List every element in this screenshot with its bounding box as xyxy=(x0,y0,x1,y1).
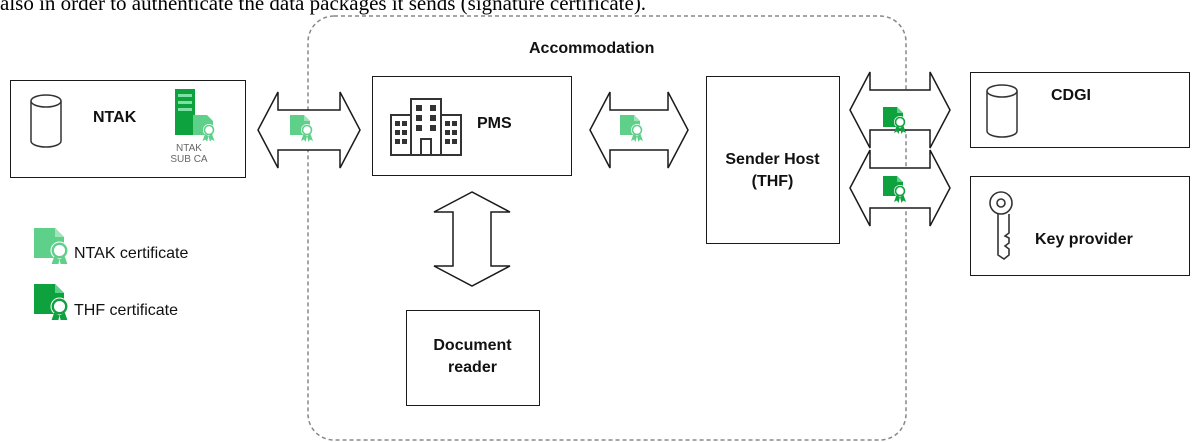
intro-text: also in order to authenticate the data p… xyxy=(0,0,647,15)
building-icon xyxy=(390,98,462,156)
document-reader-line2: reader xyxy=(448,359,497,376)
accommodation-label: Accommodation xyxy=(529,40,655,57)
ntak-box: NTAK NTAK SUB CA xyxy=(10,80,246,178)
sender-host-label: Sender Host (THF) xyxy=(707,149,838,193)
pms-box: PMS xyxy=(372,76,572,176)
sender-host-box: Sender Host (THF) xyxy=(706,76,840,244)
pms-label: PMS xyxy=(477,115,512,132)
key-provider-box: Key provider xyxy=(970,176,1190,276)
ntak-server-line1: NTAK xyxy=(176,143,202,154)
sender-cdgi-arrow xyxy=(849,71,951,149)
key-provider-label: Key provider xyxy=(1035,231,1133,248)
sender-keyprovider-arrow xyxy=(849,149,951,227)
pms-reader-arrow xyxy=(433,191,511,287)
server-certificate-icon xyxy=(175,89,215,141)
database-icon xyxy=(986,84,1018,138)
sender-host-line2: (THF) xyxy=(751,173,794,190)
legend-thf-certificate: THF certificate xyxy=(74,302,179,319)
accommodation-boundary xyxy=(307,15,907,441)
pms-sender-arrow xyxy=(589,91,689,169)
database-icon xyxy=(30,94,62,148)
key-icon xyxy=(989,191,1013,260)
cdgi-label: CDGI xyxy=(1051,87,1091,104)
document-reader-line1: Document xyxy=(433,337,512,354)
ntak-certificate-legend-icon xyxy=(34,228,70,264)
ntak-pms-arrow xyxy=(257,91,361,169)
sender-host-line1: Sender Host xyxy=(725,151,820,168)
ntak-server-line2: SUB CA xyxy=(170,154,208,165)
ntak-label: NTAK xyxy=(93,109,137,126)
ntak-server-label: NTAK SUB CA xyxy=(159,143,219,165)
thf-certificate-legend-icon xyxy=(34,284,70,320)
cdgi-box: CDGI xyxy=(970,72,1190,148)
document-reader-label: Document reader xyxy=(407,335,538,379)
document-reader-box: Document reader xyxy=(406,310,540,406)
legend-ntak-certificate: NTAK certificate xyxy=(74,245,189,262)
